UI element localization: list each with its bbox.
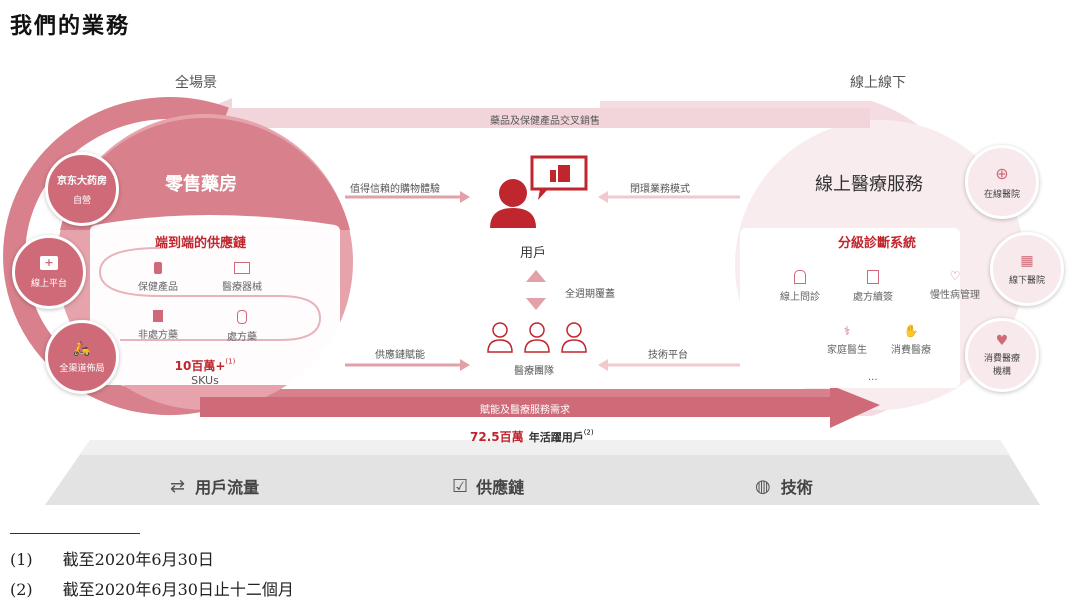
stethoscope-icon: ⚕ — [843, 324, 851, 338]
bottom-arrow-head — [830, 385, 880, 428]
jd-pharmacy-logo: 京东大药房 — [57, 176, 107, 187]
feature-otc: 非處方藥 — [113, 310, 203, 341]
feature-prescription-renew: 處方續簽 — [828, 270, 918, 303]
omnichannel-circle: 🛵 全渠道佈局 — [45, 320, 119, 394]
medical-title: 線上醫療服務 — [815, 174, 923, 195]
online-hospital-circle: ⊕ 在線醫院 — [965, 145, 1039, 219]
feature-chronic-management: ♡ 慢性病管理 — [910, 270, 1000, 301]
medical-team-label: 醫療團隊 — [514, 366, 554, 377]
feature-medical-devices: 醫療器械 — [197, 262, 287, 293]
hospital-icon: ▦ — [1020, 252, 1034, 269]
mau-value: 72.5百萬 — [470, 430, 524, 444]
full-cycle-label: 全週期覆蓋 — [565, 289, 615, 300]
sku-note: (1) — [225, 357, 236, 366]
bottom-arrow-label: 賦能及醫療服務需求 — [480, 405, 570, 416]
trusted-shopping-label: 值得信賴的購物體驗 — [350, 184, 440, 195]
doctor-icon — [794, 270, 806, 284]
user-icon — [490, 155, 588, 228]
hand-care-icon: ✋ — [903, 324, 919, 338]
supply-chain-empower-label: 供應鏈賦能 — [375, 350, 425, 361]
page-title: 我們的業務 — [10, 13, 131, 39]
sku-block: 10百萬+(1) SKUs — [160, 355, 250, 387]
top-band — [230, 108, 870, 128]
shuffle-icon: ⇄ — [170, 475, 186, 497]
feature-prescription: 處方藥 — [197, 310, 287, 343]
all-scenario-label: 全場景 — [175, 75, 217, 91]
medical-team-icon — [487, 322, 587, 353]
mau-note: (2) — [583, 428, 594, 437]
clipboard-icon — [867, 270, 879, 284]
more-items: ... — [868, 372, 878, 383]
base-platform — [45, 440, 1040, 505]
monitor-icon — [234, 262, 250, 274]
heart-pulse-icon: ♡ — [949, 269, 961, 283]
self-operated-circle: 京东大药房 自營 — [45, 152, 119, 226]
user-label: 用戶 — [520, 246, 547, 261]
closed-loop-label: 閉環業務模式 — [630, 184, 690, 195]
heart-hand-icon: ♥ — [995, 333, 1009, 349]
checklist-icon: ☑ — [452, 475, 469, 497]
footnote-1: (1)截至2020年6月30日 — [10, 550, 214, 569]
tiered-diagnosis-title: 分級診斷系統 — [838, 236, 917, 251]
globe-tech-icon: ◍ — [755, 475, 771, 497]
feature-online-consult: 線上問診 — [755, 270, 845, 303]
first-aid-icon: + — [40, 255, 58, 270]
mau-block: 72.5百萬 年活躍用戶(2) — [470, 426, 594, 445]
mau-label: 年活躍用戶 — [528, 431, 584, 444]
sku-value: 10百萬+ — [174, 359, 226, 373]
footnote-2: (2)截至2020年6月30日止十二個月 — [10, 580, 294, 599]
capsule-icon — [237, 310, 247, 324]
offline-hospital-circle: ▦ 線下醫院 — [990, 232, 1064, 306]
online-platform-circle: + 線上平台 — [12, 235, 86, 309]
down-arrow — [526, 298, 546, 310]
consumer-medical-institution-circle: ♥ 消費醫療 機構 — [965, 318, 1039, 392]
feature-consumer-medical: ✋ 消費醫療 — [866, 325, 956, 356]
pill-box-icon — [153, 310, 163, 322]
top-arrow-label: 藥品及保健產品交叉銷售 — [490, 116, 600, 127]
base-technology: ◍ 技術 — [755, 475, 813, 498]
feature-health-products: 保健產品 — [113, 262, 203, 293]
globe-icon: ⊕ — [995, 164, 1009, 183]
delivery-icon: 🛵 — [73, 340, 91, 357]
left-loop — [3, 97, 840, 415]
bottle-icon — [154, 262, 162, 274]
feature-family-doctor: ⚕ 家庭醫生 — [802, 325, 892, 356]
footnote-divider — [10, 533, 140, 534]
retail-title: 零售藥房 — [165, 174, 237, 195]
tech-platform-label: 技術平台 — [648, 350, 688, 361]
sku-unit: SKUs — [191, 374, 219, 387]
bottom-band — [200, 397, 840, 417]
supply-chain-title: 端到端的供應鏈 — [155, 236, 247, 251]
up-arrow — [526, 270, 546, 282]
base-supply-chain: ☑ 供應鏈 — [452, 475, 525, 498]
base-user-traffic: ⇄ 用戶流量 — [170, 475, 260, 498]
online-offline-label: 線上線下 — [850, 75, 906, 91]
